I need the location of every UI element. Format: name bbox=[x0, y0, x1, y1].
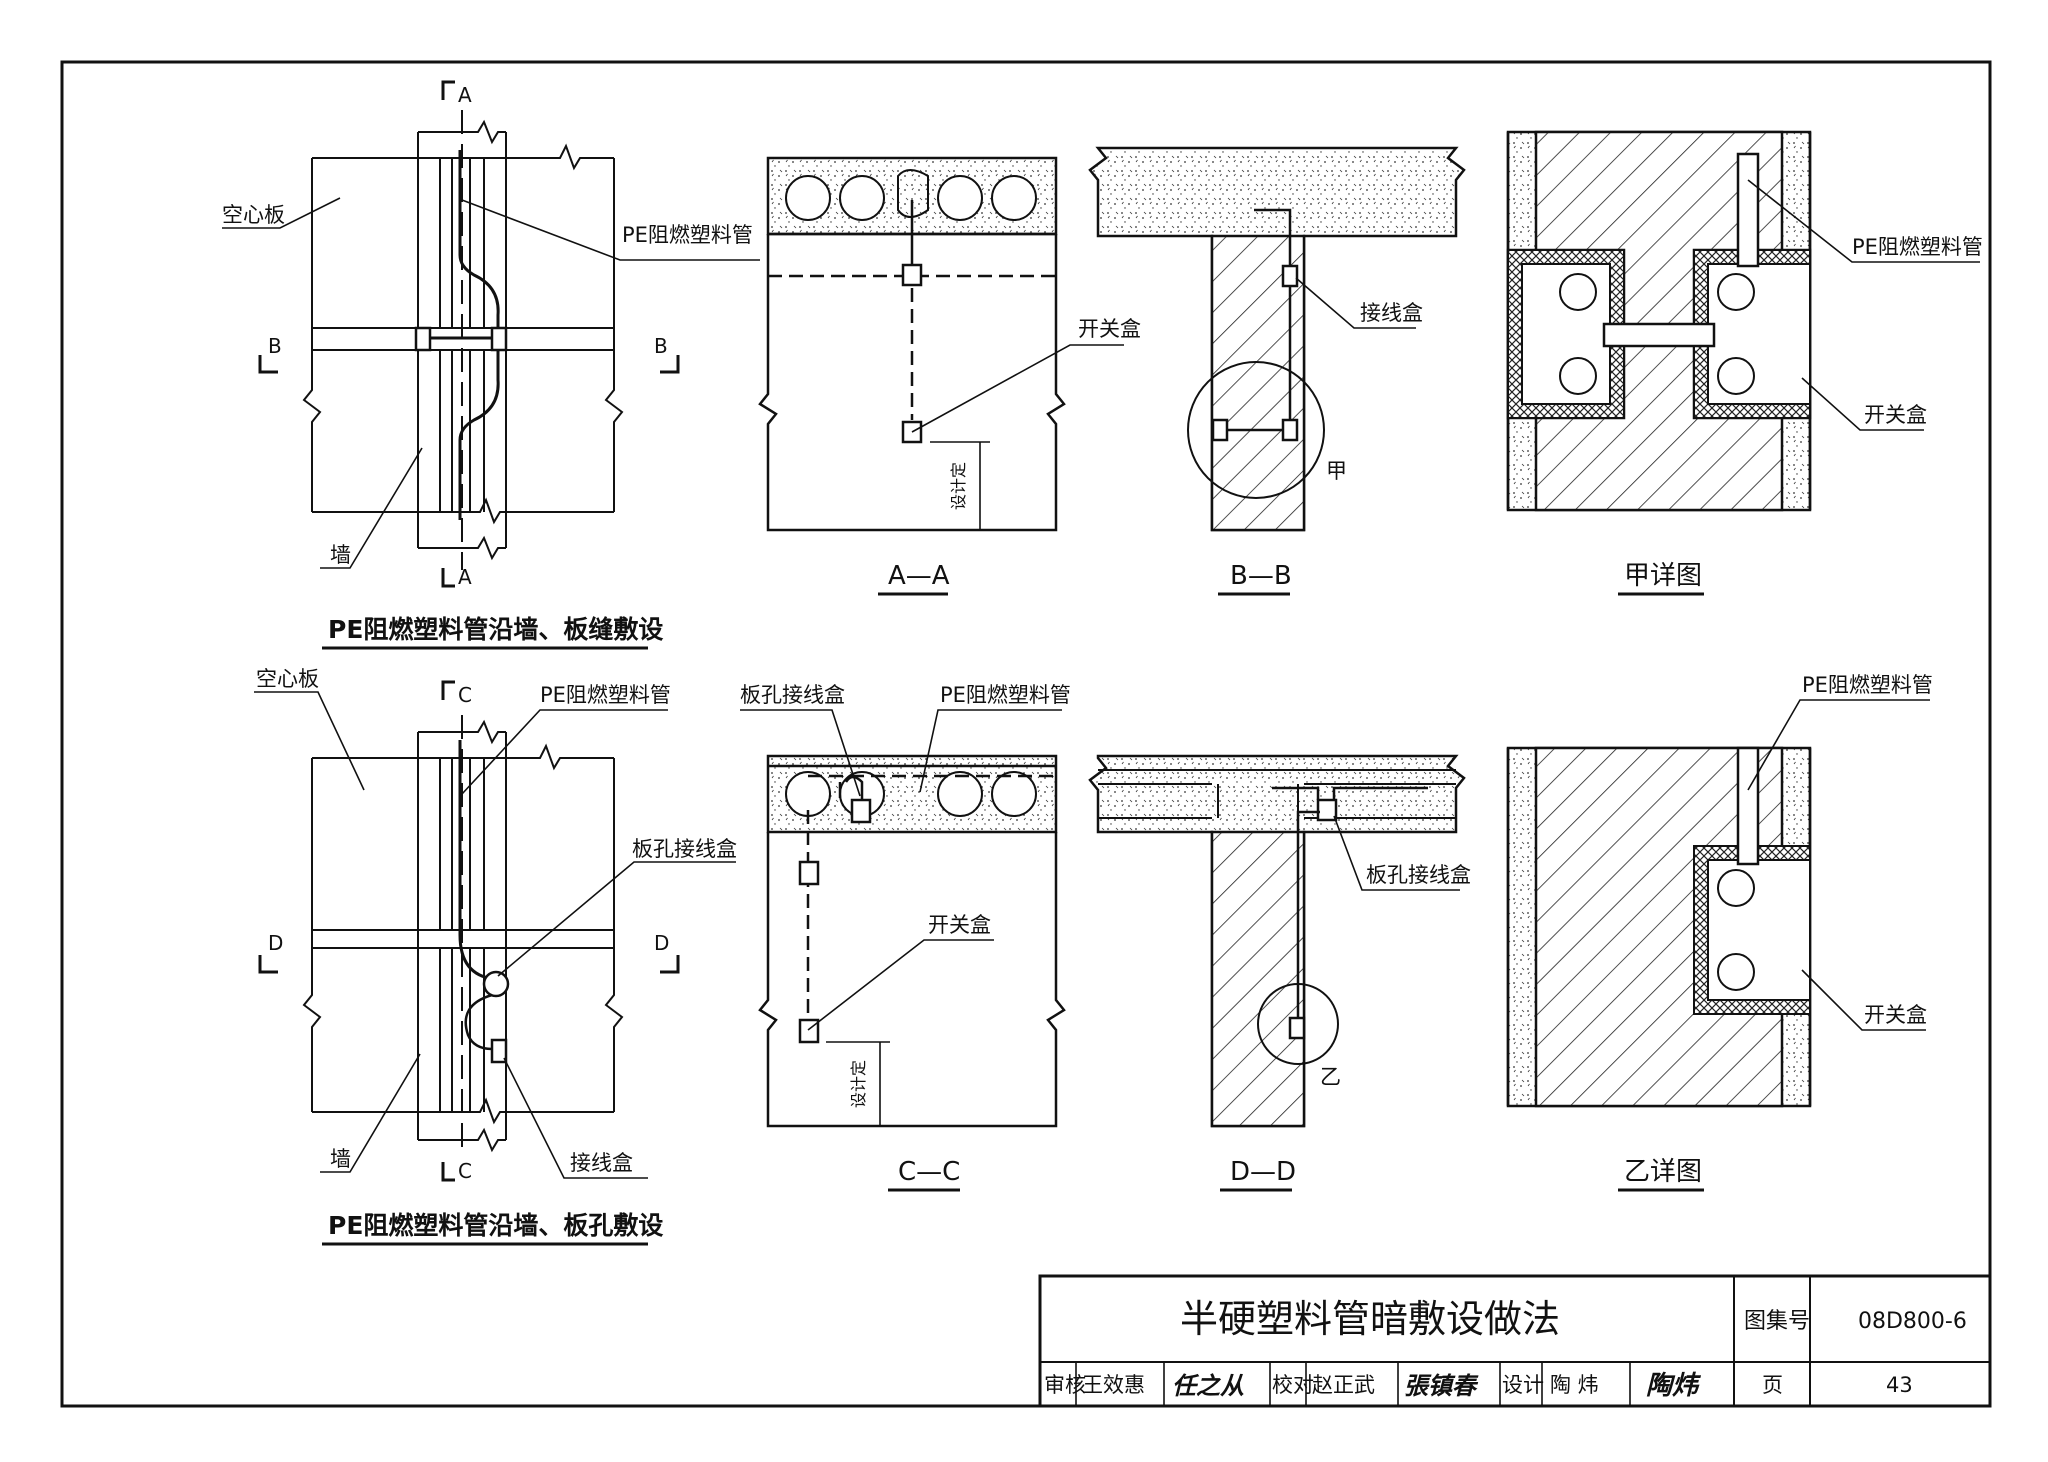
checker-name: 赵正武 bbox=[1312, 1373, 1375, 1397]
plan2-title: PE阻燃塑料管沿墙、板孔敷设 bbox=[328, 1211, 663, 1240]
section-mark-a-bottom: A bbox=[458, 565, 472, 589]
check-label: 校对 bbox=[1272, 1373, 1314, 1397]
view-title-bb: B—B bbox=[1230, 561, 1292, 591]
section-aa: 开关盒 设计定 A—A bbox=[758, 156, 1141, 596]
review-label: 审核 bbox=[1044, 1373, 1086, 1397]
label-pe-pipe: PE阻燃塑料管 bbox=[622, 223, 753, 247]
plan-view-2: C C D D 空心板 PE阻燃塑料管 板孔接线盒 接线盒 墙 PE阻燃塑料管沿… bbox=[254, 667, 737, 1246]
label-by-design-aa: 设计定 bbox=[949, 462, 968, 510]
view-title-cc: C—C bbox=[898, 1157, 960, 1187]
drawing-title: 半硬塑料管暗敷设做法 bbox=[1180, 1297, 1560, 1341]
label-slab-hole-box-plan: 板孔接线盒 bbox=[632, 837, 737, 861]
designer-signature: 陶炜 bbox=[1646, 1371, 1702, 1401]
section-mark-b-right: B bbox=[654, 334, 668, 358]
label-switch-box-aa: 开关盒 bbox=[1078, 317, 1141, 341]
label-slab-hole-box-cc: 板孔接线盒 bbox=[740, 683, 845, 707]
detail-jia: PE阻燃塑料管 开关盒 甲详图 bbox=[1506, 130, 1983, 596]
reviewer-signature: 任之从 bbox=[1172, 1372, 1244, 1400]
section-mark-b-left: B bbox=[268, 334, 282, 358]
label-wall: 墙 bbox=[330, 543, 351, 567]
label-pe-pipe-jia: PE阻燃塑料管 bbox=[1852, 235, 1983, 259]
label-pe-pipe-yi: PE阻燃塑料管 bbox=[1802, 673, 1933, 697]
designer-name: 陶 炜 bbox=[1550, 1373, 1599, 1397]
plan1-title: PE阻燃塑料管沿墙、板缝敷设 bbox=[328, 615, 663, 644]
title-block: 半硬塑料管暗敷设做法 图集号 08D800-6 审核 王效惠 任之从 校对 赵正… bbox=[1038, 1274, 1992, 1408]
page-label: 页 bbox=[1762, 1373, 1783, 1397]
section-mark-a-top: A bbox=[458, 83, 472, 107]
label-junction-box-plan: 接线盒 bbox=[570, 1151, 633, 1175]
section-mark-d-left: D bbox=[268, 931, 283, 955]
label-jia: 甲 bbox=[1326, 459, 1347, 483]
view-title-aa: A—A bbox=[888, 561, 950, 591]
page-number: 43 bbox=[1886, 1373, 1913, 1397]
section-mark-c-top: C bbox=[458, 683, 472, 707]
atlas-number: 08D800-6 bbox=[1858, 1309, 1967, 1334]
label-slab-hole-box-dd: 板孔接线盒 bbox=[1366, 863, 1471, 887]
detail-yi: PE阻燃塑料管 开关盒 乙详图 bbox=[1506, 673, 1933, 1192]
label-pe-pipe-cc: PE阻燃塑料管 bbox=[940, 683, 1071, 707]
label-switch-box-jia: 开关盒 bbox=[1864, 403, 1927, 427]
label-hollow-slab-2: 空心板 bbox=[256, 667, 319, 691]
label-switch-box-yi: 开关盒 bbox=[1864, 1003, 1927, 1027]
section-mark-c-bottom: C bbox=[458, 1159, 472, 1183]
reviewer-name: 王效惠 bbox=[1082, 1373, 1145, 1397]
view-title-yi-detail: 乙详图 bbox=[1624, 1157, 1702, 1187]
sheet-border bbox=[60, 60, 1992, 1408]
label-switch-box-cc: 开关盒 bbox=[928, 913, 991, 937]
view-title-dd: D—D bbox=[1230, 1157, 1296, 1187]
label-yi: 乙 bbox=[1320, 1065, 1341, 1089]
section-cc: 开关盒 板孔接线盒 PE阻燃塑料管 设计定 C—C bbox=[740, 683, 1071, 1192]
atlas-label: 图集号 bbox=[1744, 1309, 1810, 1334]
view-title-jia-detail: 甲详图 bbox=[1624, 561, 1702, 591]
section-dd: 乙 板孔接线盒 D—D bbox=[1088, 754, 1471, 1192]
design-label: 设计 bbox=[1502, 1373, 1544, 1397]
section-bb: 甲 接线盒 B—B bbox=[1088, 146, 1466, 596]
label-by-design-cc: 设计定 bbox=[849, 1060, 868, 1108]
label-pe-pipe-2: PE阻燃塑料管 bbox=[540, 683, 671, 707]
label-hollow-slab: 空心板 bbox=[222, 203, 285, 227]
plan-view-1: A A B B 空心板 PE阻燃塑料管 墙 PE阻燃塑料管沿墙、板缝敷设 bbox=[222, 80, 760, 650]
label-junction-box-bb: 接线盒 bbox=[1360, 301, 1423, 325]
section-mark-d-right: D bbox=[654, 931, 669, 955]
label-wall-2: 墙 bbox=[330, 1147, 351, 1171]
checker-signature: 張镇春 bbox=[1404, 1372, 1479, 1400]
